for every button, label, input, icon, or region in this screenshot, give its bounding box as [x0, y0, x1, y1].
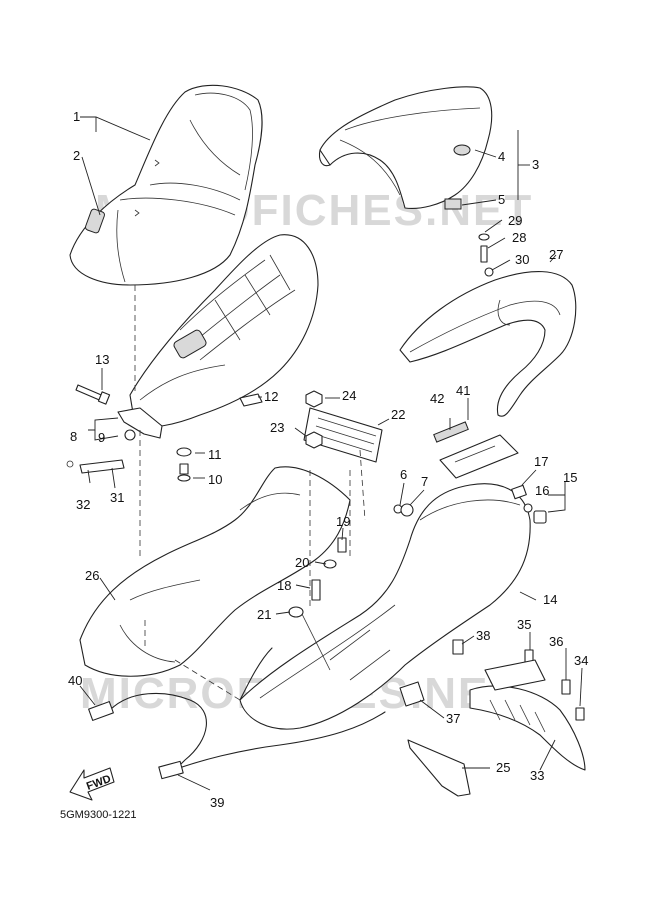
part-14-storage-box: [239, 483, 531, 730]
callout-37: 37: [446, 711, 460, 726]
callout-40: 40: [68, 673, 82, 688]
rear-seat: [318, 86, 493, 210]
callout-4: 4: [498, 149, 505, 164]
callout-11: 11: [208, 447, 222, 462]
callout-22: 22: [391, 407, 405, 422]
part-25-guard: [407, 739, 471, 797]
callout-27: 27: [549, 247, 563, 262]
callout-8: 8: [70, 429, 77, 444]
callout-3: 3: [532, 157, 539, 172]
callout-14: 14: [543, 592, 557, 607]
part-13-bolt: [75, 384, 111, 405]
callout-2: 2: [73, 148, 80, 163]
callout-42: 42: [430, 391, 444, 406]
part-37-connector: [399, 681, 425, 707]
callout-18: 18: [277, 578, 291, 593]
callout-19: 19: [336, 514, 350, 529]
part-22-plate: [303, 407, 383, 463]
callout-30: 30: [515, 252, 529, 267]
callout-17: 17: [534, 454, 548, 469]
callout-28: 28: [512, 230, 526, 245]
diagram-code: 5GM9300-1221: [60, 809, 136, 821]
callout-1: 1: [73, 109, 80, 124]
assembly-lines: [134, 285, 366, 701]
part-41-42-labels: [433, 421, 519, 479]
callout-29: 29: [508, 213, 522, 228]
forward-arrow-icon: FWD: [69, 767, 115, 801]
callout-39: 39: [210, 795, 224, 810]
leader-lines: [79, 116, 583, 791]
callout-31: 31: [110, 490, 124, 505]
callout-36: 36: [549, 634, 563, 649]
callout-26: 26: [85, 568, 99, 583]
callout-6: 6: [400, 467, 407, 482]
callout-34: 34: [574, 653, 588, 668]
part-31-32-damper: [66, 459, 125, 474]
rear-seat-pad: [444, 198, 462, 210]
part-39-40-cable: [88, 647, 386, 780]
callout-32: 32: [76, 497, 90, 512]
callout-5: 5: [498, 192, 505, 207]
callout-12: 12: [264, 389, 278, 404]
part-33-flap: [469, 659, 586, 771]
callout-21: 21: [257, 607, 271, 622]
callout-35: 35: [517, 617, 531, 632]
callout-24: 24: [342, 388, 356, 403]
seat-base-frame: [129, 234, 319, 428]
callout-9: 9: [98, 430, 105, 445]
callout-20: 20: [295, 555, 309, 570]
part-8-9-latch: [117, 407, 163, 441]
callout-labels: 1 2 3 4 5 6 7 8 9 10 11 12 13 14 15 16 1…: [68, 109, 588, 810]
callout-7: 7: [421, 474, 428, 489]
rear-seat-latch: [453, 144, 471, 156]
callout-15: 15: [563, 470, 577, 485]
part-23-24-nuts: [305, 390, 323, 449]
part-12-bracket: [239, 393, 263, 407]
part-small-fasteners: [288, 233, 585, 721]
callout-23: 23: [270, 420, 284, 435]
callout-33: 33: [530, 768, 544, 783]
callout-10: 10: [208, 472, 222, 487]
callout-16: 16: [535, 483, 549, 498]
callout-41: 41: [456, 383, 470, 398]
front-seat: [69, 84, 263, 286]
part-10-11-bolts: [176, 447, 192, 482]
grab-rail: [399, 271, 577, 417]
callout-13: 13: [95, 352, 109, 367]
callout-38: 38: [476, 628, 490, 643]
callout-25: 25: [496, 760, 510, 775]
